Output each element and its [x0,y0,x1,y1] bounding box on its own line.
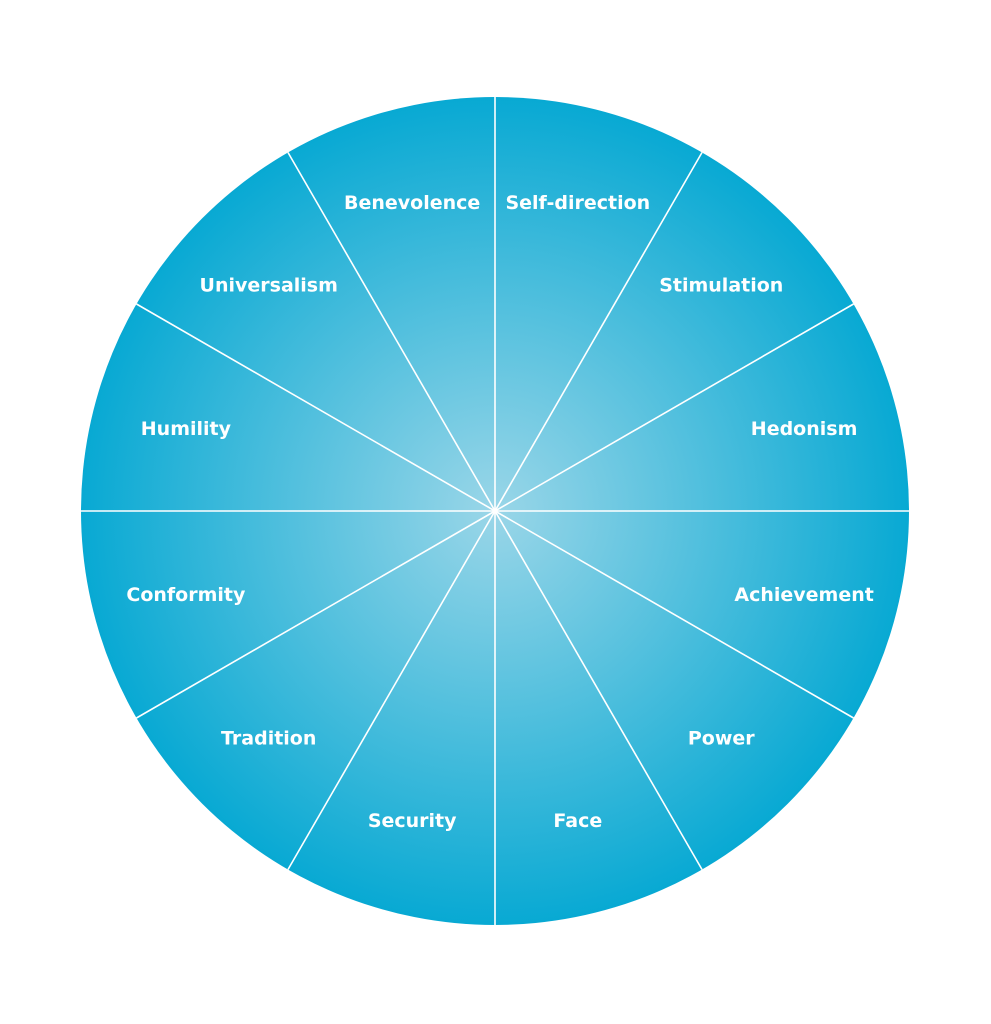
segment-divider [136,510,496,719]
segment-label: Achievement [734,584,873,606]
segment-label: Tradition [221,727,316,749]
segment-divider [494,152,703,512]
segment-label: Stimulation [659,275,783,297]
segment-label: Universalism [200,275,338,297]
segment-divider [494,303,854,512]
segment-divider [494,510,703,870]
segment-label: Humility [141,418,232,440]
segment-label: Face [553,810,602,832]
segment-divider [494,510,854,719]
segment-divider [136,303,496,512]
segment-label: Benevolence [344,192,480,214]
segment-divider [287,152,496,512]
segment-label: Self-direction [505,192,650,214]
segment-label: Conformity [126,584,246,606]
segment-label: Power [688,727,755,749]
segment-label: Hedonism [751,418,858,440]
segment-divider [287,510,496,870]
segment-label: Security [368,810,457,832]
